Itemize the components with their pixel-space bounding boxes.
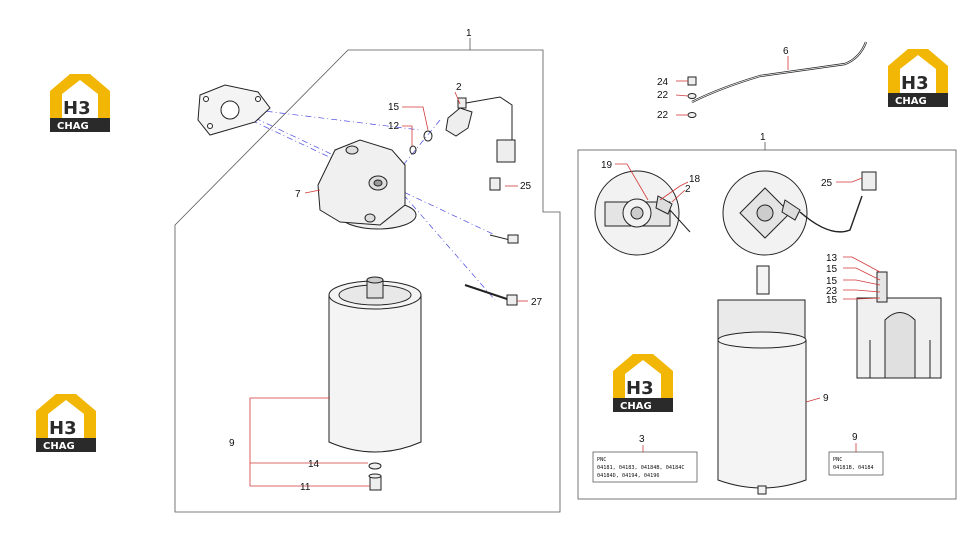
sensor-2 <box>445 96 516 191</box>
callout-9: 9 <box>229 438 235 449</box>
callout-24: 24 <box>657 77 669 88</box>
right-assembly-label: 1 <box>760 132 766 143</box>
callout-2: 2 <box>456 82 462 93</box>
callout-15-b: 15 <box>826 276 838 287</box>
callout-15: 15 <box>388 102 400 113</box>
callout-3: 3 <box>639 434 645 445</box>
svg-text:H3: H3 <box>49 418 77 439</box>
svg-text:04181, 04183, 04184B, 04184C: 04181, 04183, 04184B, 04184C <box>597 465 684 471</box>
brand-logo-3: H3 CHAG <box>613 354 673 412</box>
svg-text:H3: H3 <box>901 73 929 94</box>
callout-7: 7 <box>295 189 301 200</box>
left-assembly-frame <box>174 49 561 513</box>
filter-element-9 <box>328 276 422 453</box>
washer-14 <box>368 462 382 470</box>
drain-plug-11 <box>368 473 382 491</box>
callout-2-right: 2 <box>685 184 691 195</box>
gasket <box>197 84 271 136</box>
head-top-view-b <box>722 170 877 256</box>
callout-25: 25 <box>520 181 532 192</box>
left-assembly: 1 <box>174 28 561 513</box>
o-ring-12 <box>409 145 417 155</box>
filter-side-view-9 <box>717 265 807 495</box>
callout-22-lower: 22 <box>657 110 669 121</box>
svg-text:H3: H3 <box>63 98 91 119</box>
pnc-box-3: PNC 04181, 04183, 04184B, 04184C 04184D,… <box>592 451 698 483</box>
callout-18: 18 <box>689 174 701 185</box>
callout-13: 13 <box>826 253 838 264</box>
brand-logo-1: H3 CHAG <box>50 74 110 132</box>
svg-text:CHAG: CHAG <box>43 441 75 452</box>
callout-9-right: 9 <box>823 393 829 404</box>
callout-23: 23 <box>826 286 838 297</box>
brand-logo-4: H3 CHAG <box>36 394 96 452</box>
cross-section-view <box>856 271 942 379</box>
harness-6 <box>691 41 868 103</box>
svg-text:H3: H3 <box>626 378 654 399</box>
callout-12: 12 <box>388 121 400 132</box>
callout-6: 6 <box>783 46 789 57</box>
callout-9-box: 9 <box>852 432 858 443</box>
svg-text:04184D, 04194, 04196: 04184D, 04194, 04196 <box>597 473 659 479</box>
callout-15-c: 15 <box>826 295 838 306</box>
brand-logo-2: H3 CHAG <box>888 49 948 107</box>
callout-25-right: 25 <box>821 178 833 189</box>
callout-14: 14 <box>308 459 320 470</box>
svg-text:CHAG: CHAG <box>57 121 89 132</box>
bolt-27 <box>464 284 518 306</box>
callout-11: 11 <box>300 482 311 493</box>
callout-19: 19 <box>601 160 613 171</box>
bolt-short <box>489 234 519 244</box>
callout-22-upper: 22 <box>657 90 669 101</box>
svg-text:CHAG: CHAG <box>895 96 927 107</box>
svg-text:CHAG: CHAG <box>620 401 652 412</box>
svg-text:04181B, 04184: 04181B, 04184 <box>833 465 874 471</box>
svg-text:PNC: PNC <box>833 457 842 463</box>
right-assembly: 1 <box>577 132 957 500</box>
pnc-box-9: PNC 04181B, 04184 <box>828 451 884 476</box>
left-assembly-label: 1 <box>466 28 472 39</box>
harness-group: 6 24 22 22 <box>657 41 868 121</box>
filter-head <box>317 139 417 230</box>
svg-text:PNC: PNC <box>597 457 606 463</box>
callout-15-a: 15 <box>826 264 838 275</box>
callout-27: 27 <box>531 297 543 308</box>
head-top-view-a <box>594 170 691 256</box>
washer-15 <box>423 130 433 142</box>
right-assembly-frame <box>577 149 957 500</box>
